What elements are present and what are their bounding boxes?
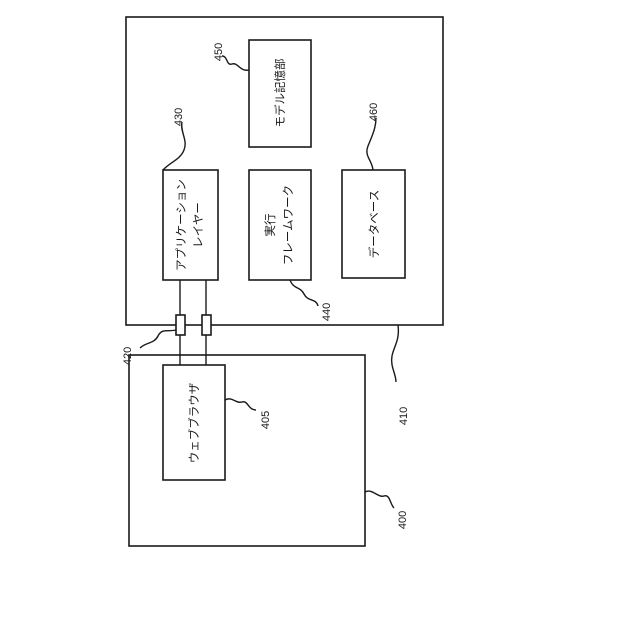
connector-port-left: [176, 315, 185, 335]
leader-400: [365, 491, 394, 508]
ref-460: 460: [368, 103, 380, 121]
ref-410: 410: [398, 407, 410, 425]
connector-port-right: [202, 315, 211, 335]
web-browser-label: ウェブブラウザ: [187, 383, 201, 464]
ref-405: 405: [260, 411, 272, 429]
ref-400: 400: [397, 511, 409, 529]
ref-450: 450: [213, 43, 225, 61]
model-storage-label: モデル記憶部: [273, 59, 287, 128]
leader-420: [140, 330, 176, 348]
application-layer-label-line1: アプリケーション: [175, 179, 188, 271]
execution-framework-label-line2: フレームワーク: [282, 185, 295, 265]
ref-430: 430: [173, 108, 185, 126]
execution-framework-box: [249, 170, 311, 280]
ref-420: 420: [122, 347, 134, 365]
leader-410: [392, 325, 399, 382]
application-layer-box: [163, 170, 218, 280]
database-label: データベース: [367, 190, 381, 258]
execution-framework-label-line1: 実行: [263, 214, 277, 237]
application-layer-label-line2: レイヤー: [193, 202, 205, 248]
ref-440: 440: [321, 303, 333, 321]
